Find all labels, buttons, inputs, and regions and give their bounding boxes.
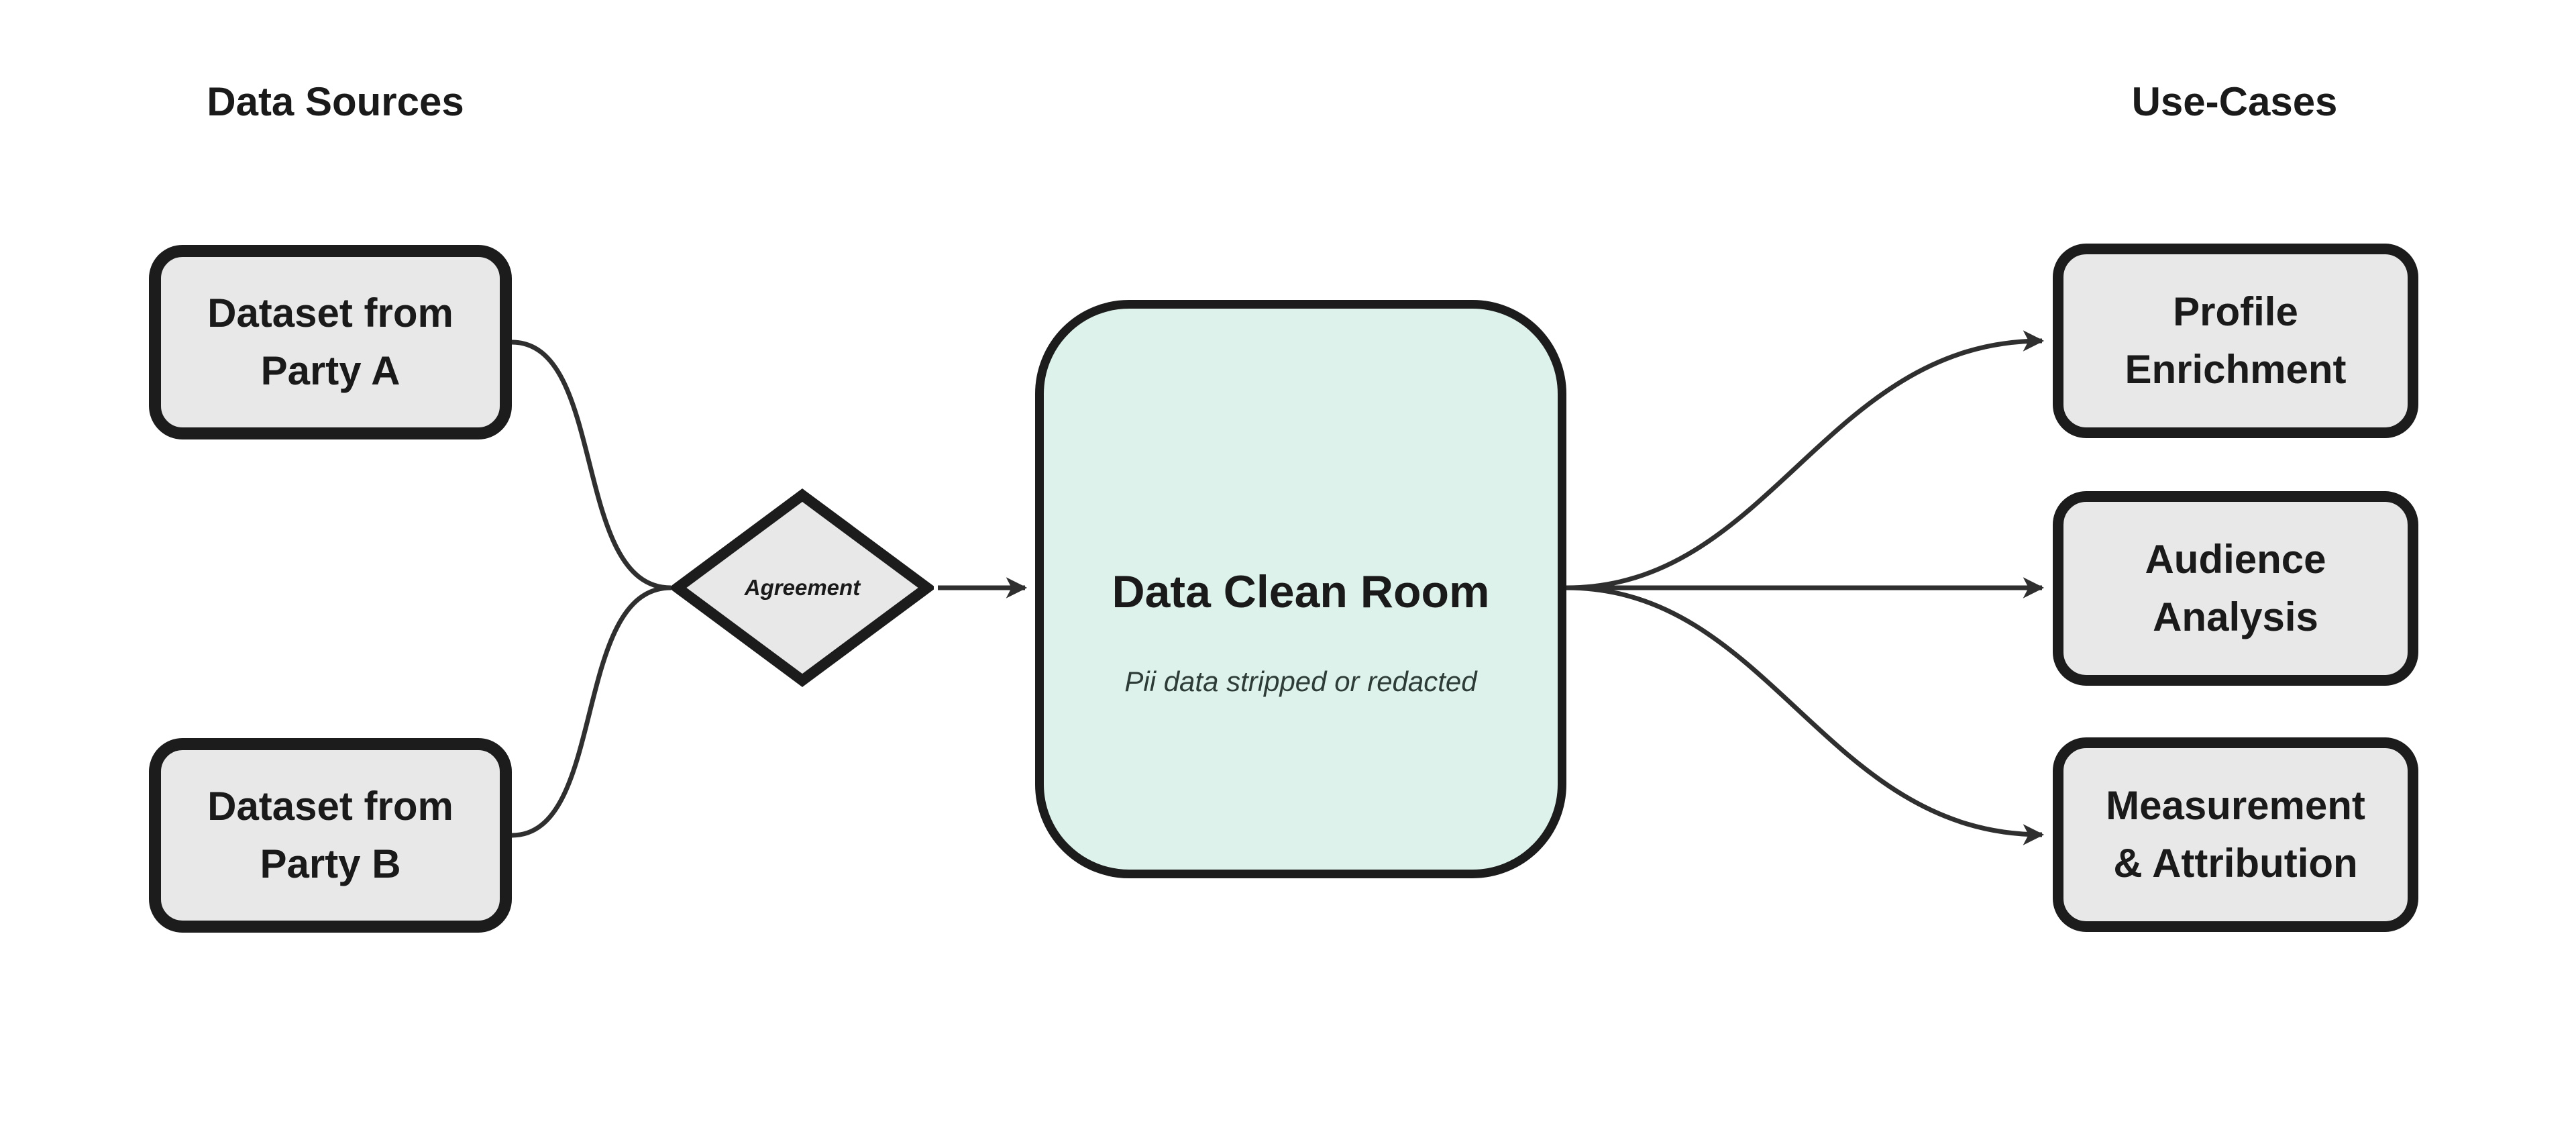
node-dataset-party-a: Dataset from Party A: [149, 245, 512, 439]
node-measurement-attribution: Measurement & Attribution: [2053, 737, 2418, 932]
agreement-label: Agreement: [744, 575, 861, 600]
clean-room-subtitle: Pii data stripped or redacted: [1124, 666, 1477, 697]
node-label: Party A: [260, 348, 400, 393]
node-agreement-decision: Agreement: [671, 488, 934, 687]
node-dataset-party-b: Dataset from Party B: [149, 738, 512, 933]
node-data-clean-room: Data Clean Room Pii data stripped or red…: [1035, 300, 1566, 878]
node-label: Audience: [2145, 537, 2326, 582]
diamond-shape-svg: [671, 488, 934, 687]
node-label: Measurement: [2106, 783, 2365, 828]
connector-clean-room-to-profile-enrichment: [1566, 330, 2045, 590]
use-cases-heading: Use-Cases: [2131, 79, 2338, 124]
data-sources-heading: Data Sources: [207, 79, 464, 124]
connector-party-b-to-agreement: [511, 585, 672, 838]
connector-clean-room-to-measurement-attribution: [1566, 585, 2045, 845]
node-label: Party B: [260, 841, 401, 886]
node-label: Dataset from: [207, 784, 453, 829]
clean-room-title: Data Clean Room: [1112, 566, 1490, 617]
node-audience-analysis: Audience Analysis: [2053, 491, 2418, 686]
node-label: Analysis: [2153, 594, 2318, 639]
node-label: Profile: [2173, 289, 2298, 334]
node-label: & Attribution: [2113, 841, 2358, 886]
node-label: Enrichment: [2125, 347, 2347, 392]
connector-party-a-to-agreement: [511, 340, 672, 590]
node-label: Dataset from: [207, 291, 453, 335]
node-profile-enrichment: Profile Enrichment: [2053, 244, 2418, 438]
